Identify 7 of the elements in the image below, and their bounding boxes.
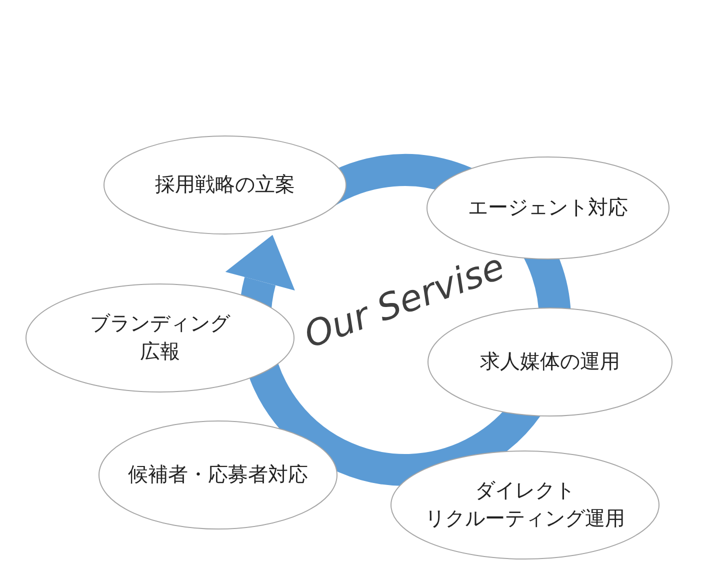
service-text: 求人媒体の運用 [480, 350, 620, 375]
service-text: ブランディング広報 [89, 312, 232, 365]
service-text: エージェント対応 [468, 196, 628, 221]
service-text: リクルーティング運用 [425, 507, 625, 532]
service-text: 採用戦略の立案 [155, 173, 295, 198]
service-text: ダイレクト [475, 479, 575, 504]
service-text: 候補者・応募者対応 [128, 463, 308, 488]
